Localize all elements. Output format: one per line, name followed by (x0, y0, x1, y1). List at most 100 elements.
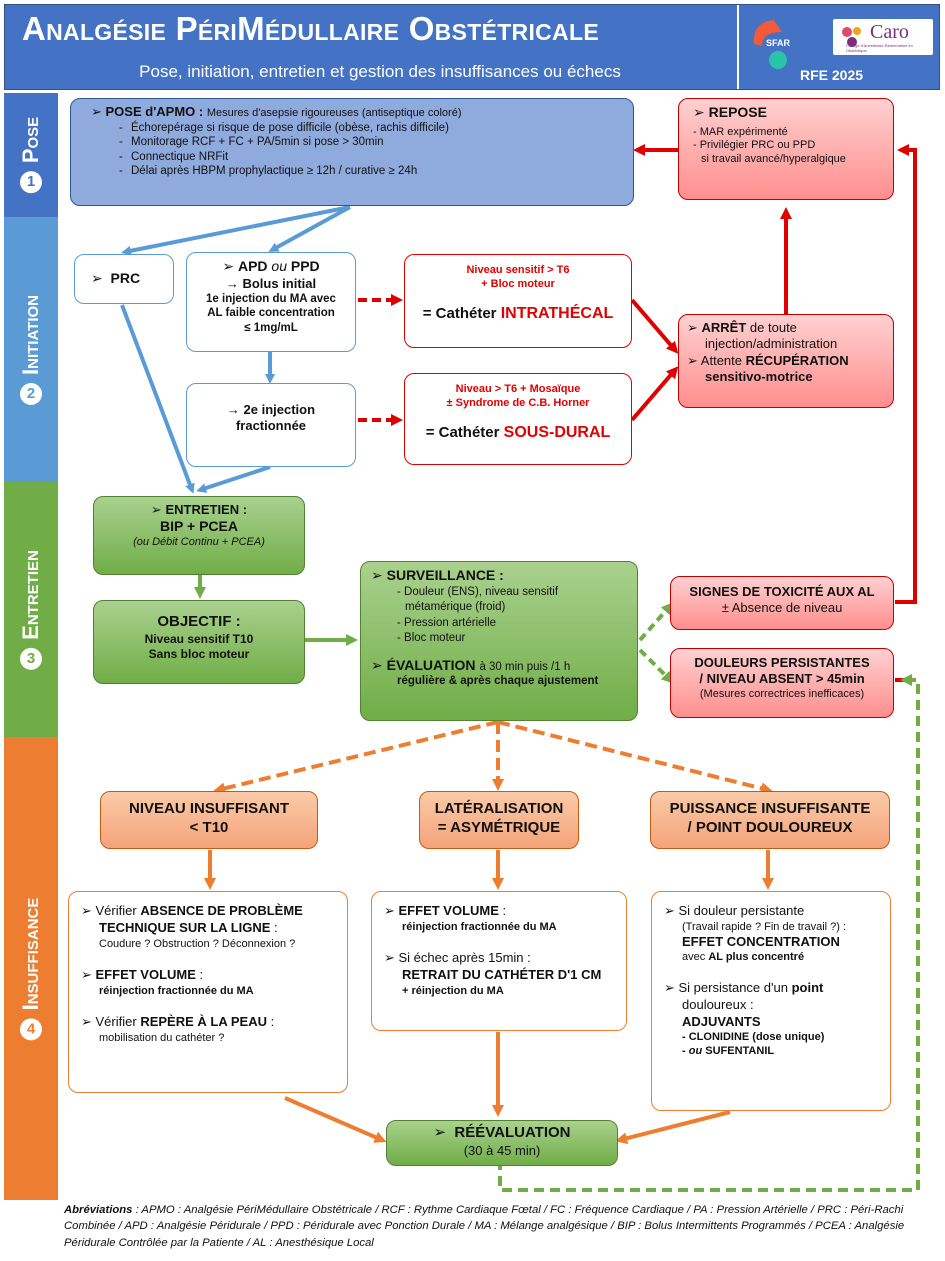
sfar-logo-icon (753, 20, 787, 69)
surveillance-item: - Pression artérielle (397, 616, 497, 629)
abbreviations-label: Abréviations (64, 1204, 133, 1216)
niveau-detail-box: ➢ Vérifier ABSENCE DE PROBLÈME TECHNIQUE… (68, 891, 348, 1093)
niveau-detail-line: : (270, 919, 278, 935)
header-banner (4, 4, 940, 90)
niveau-line: NIVEAU INSUFFISANT (128, 800, 289, 817)
toxicite-line: ± Absence de niveau (721, 600, 843, 616)
pose-title-extra: Mesures d'asepsie rigoureuses (antisepti… (206, 107, 462, 119)
niveau-insuffisant-box: NIVEAU INSUFFISANT < T10 (100, 791, 318, 849)
puissance-detail-line: ou (688, 1045, 703, 1058)
abbreviations-text: : APMO : Analgésie PériMédullaire Obstét… (64, 1204, 905, 1249)
apd-line: AL faible concentration (207, 307, 335, 320)
toxicite-box: SIGNES DE TOXICITÉ AUX AL ± Absence de n… (670, 576, 894, 630)
puissance-line: PUISSANCE INSUFFISANTE (669, 800, 871, 817)
pose-item: Délai après HBPM prophylactique ≥ 12h / … (119, 164, 625, 179)
niveau-detail-line: Coudure ? Obstruction ? Déconnexion ? (99, 937, 296, 950)
toxicite-line: SIGNES DE TOXICITÉ AUX AL (689, 584, 875, 599)
evaluation-line: régulière & après chaque ajustement (397, 675, 599, 688)
arrow-pose-prc (121, 205, 351, 256)
lateral-detail-box: ➢ EFFET VOLUME : réinjection fractionnée… (371, 891, 627, 1031)
surveillance-item: métamérique (froid) (405, 601, 506, 614)
arret-line: Attente (700, 352, 742, 368)
apd-bolus: → Bolus initial (225, 275, 317, 291)
page-subtitle: Pose, initiation, entretien et gestion d… (139, 62, 621, 81)
prc-label: PRC (110, 270, 141, 286)
arret-bold: ARRÊT (701, 320, 747, 335)
puissance-detail-line: Si persistance d'un (678, 980, 788, 996)
entretien-title: ENTRETIEN : (165, 502, 248, 517)
puissance-detail-bold: AL plus concentré (708, 951, 805, 964)
ppd-label: PPD (290, 258, 320, 274)
pose-item: Monitorage RCF + FC + PA/5min si pose > … (119, 135, 625, 150)
entretien-line: BIP + PCEA (160, 518, 238, 535)
arrow-toxicite-repose (895, 144, 917, 604)
puissance-detail-bold: EFFET CONCENTRATION (682, 933, 840, 949)
entretien-box: ➢ ENTRETIEN : BIP + PCEA (ou Débit Conti… (93, 496, 305, 575)
niveau-detail-bold: EFFET VOLUME (95, 967, 196, 983)
lateral-detail-line: + réinjection du MA (402, 984, 504, 997)
abbreviations-footer: Abréviations : APMO : Analgésie PériMédu… (64, 1202, 936, 1251)
arrow-niveau-reeval (284, 1096, 387, 1143)
pose-box: ➢ POSE d'APMO : Mesures d'asepsie rigour… (70, 98, 634, 206)
niveau-detail-bold: ABSENCE DE PROBLÈME (140, 903, 303, 918)
repose-item: - Privilégier PRC ou PPD (693, 139, 816, 152)
subdural-prefix: = Cathéter (425, 423, 500, 441)
puissance-box: PUISSANCE INSUFFISANTE / POINT DOULOUREU… (650, 791, 890, 849)
puissance-detail-bold: ADJUVANTS (682, 1013, 761, 1029)
arret-line: de toute (749, 320, 797, 335)
intrathecal-line: Niveau sensitif > T6 (466, 264, 570, 276)
subdural-box: Niveau > T6 + Mosaïque ± Syndrome de C.B… (404, 373, 632, 465)
page-title: Analgésie PériMédullaire Obstétricale (22, 10, 599, 47)
arrow-puissance-reeval (615, 1110, 731, 1145)
reevaluation-line: (30 à 45 min) (463, 1142, 541, 1158)
arrow-prc-entretien (120, 304, 195, 494)
repose-title: REPOSE (708, 104, 767, 120)
puissance-detail-line: (Travail rapide ? Fin de travail ?) : (682, 920, 847, 933)
puissance-detail-line: - (682, 1045, 689, 1058)
surveillance-item: - Douleur (ENS), niveau sensitif (397, 585, 559, 598)
surveillance-title: SURVEILLANCE : (386, 567, 504, 583)
rfe-label: RFE 2025 (800, 67, 864, 83)
lateral-detail-line: réinjection fractionnée du MA (402, 920, 557, 933)
niveau-detail-line: Vérifier (95, 903, 137, 918)
niveau-detail-line: : (266, 1014, 275, 1030)
objectif-box: OBJECTIF : Niveau sensitif T10 Sans bloc… (93, 600, 305, 684)
puissance-detail-bold: point (791, 980, 824, 996)
objectif-title: OBJECTIF : (157, 613, 241, 630)
apd-or: ou (271, 258, 287, 274)
apd-box: ➢ APD ou PPD → Bolus initial 1e injectio… (186, 252, 356, 352)
arrow-surv-douleurs (638, 648, 674, 684)
caro-logo-subtext: Collège d'Anesthésie-Réanimation en Obst… (846, 43, 913, 53)
arret-bold: RÉCUPÉRATION (745, 352, 849, 368)
lateral-line: LATÉRALISATION (434, 800, 564, 817)
lateral-line: = ASYMÉTRIQUE (437, 818, 561, 836)
subdural-line: ± Syndrome de C.B. Horner (446, 396, 590, 409)
niveau-detail-line: Vérifier (95, 1014, 137, 1030)
niveau-detail-bold: REPÈRE À LA PEAU (140, 1014, 267, 1030)
subdural-keyword: SOUS-DURAL (503, 423, 611, 441)
arrow-intrathecal-arret (630, 298, 679, 354)
arret-box: ➢ ARRÊT de toute injection/administratio… (678, 314, 894, 408)
arret-line: injection/administration (705, 336, 838, 352)
prc-box: ➢ PRC (74, 254, 174, 304)
intrathecal-prefix: = Cathéter (422, 304, 497, 322)
arrow-pose-apd (268, 205, 351, 252)
apd-line: 1e injection du MA avec (206, 292, 336, 305)
caro-logo (833, 19, 933, 55)
apd-line: ≤ 1mg/mL (244, 321, 298, 334)
puissance-detail-line: SUFENTANIL (702, 1045, 775, 1058)
arrow-surv-puissance (497, 720, 773, 795)
entretien-line: (ou Débit Continu + PCEA) (133, 535, 265, 548)
repose-item: - MAR expérimenté (693, 125, 788, 138)
evaluation-title: ÉVALUATION (386, 656, 476, 673)
intrathecal-box: Niveau sensitif > T6 + Bloc moteur = Cat… (404, 254, 632, 348)
second-injection-line: → 2e injection (226, 402, 316, 417)
caro-logo-text: Caro (870, 21, 909, 43)
objectif-line: Sans bloc moteur (148, 646, 250, 661)
sfar-logo-text: SFAR (766, 38, 791, 48)
subdural-line: Niveau > T6 + Mosaïque (455, 383, 581, 395)
evaluation-line: à 30 min puis /1 h (479, 660, 571, 673)
puissance-detail-line: Si douleur persistante (678, 903, 805, 918)
douleurs-line: / NIVEAU ABSENT > 45min (699, 671, 865, 687)
